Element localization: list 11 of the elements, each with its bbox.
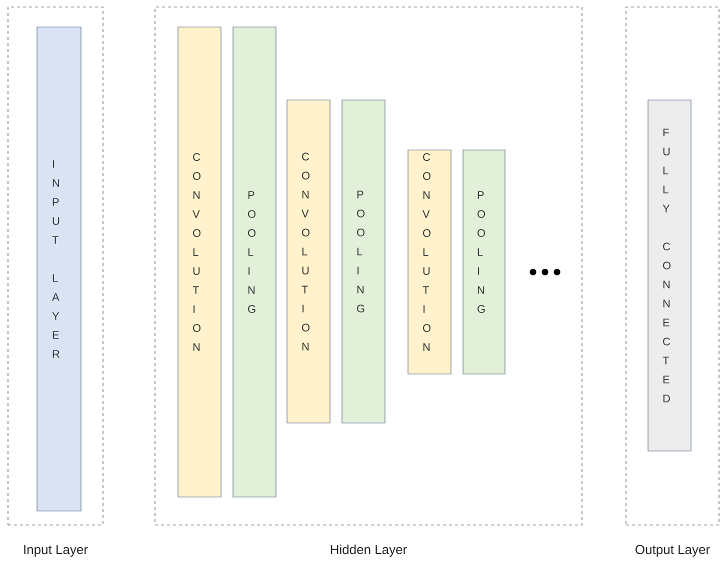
convolution-bar: CONVOLUTION: [178, 26, 222, 498]
convolution-bar: CONVOLUTION: [286, 100, 330, 424]
node-label: Input Layer: [24, 545, 88, 557]
pooling-bar: POOLING: [232, 26, 276, 498]
node-label: Output Layer: [636, 544, 710, 557]
pooling-bar: POOLING: [462, 150, 506, 374]
convolution-bar: CONVOLUTION: [408, 150, 452, 374]
node-label: Hidden Layer: [330, 544, 407, 557]
fully-connected-bar: FULLY CONNECTED: [648, 100, 692, 452]
pooling-bar: POOLING: [342, 100, 386, 424]
input-layer-bar: INPUT LAYER: [36, 26, 82, 512]
